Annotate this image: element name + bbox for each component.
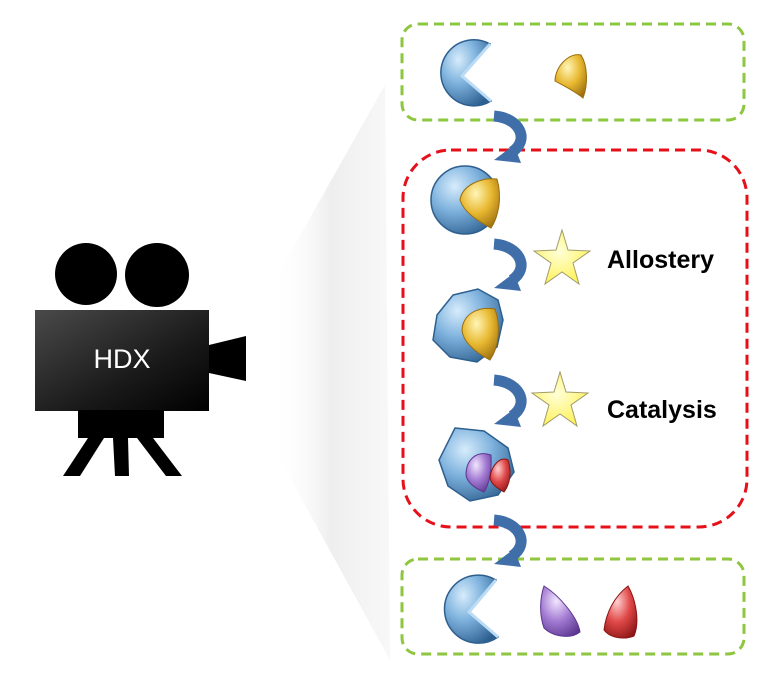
camera-label: HDX xyxy=(93,344,150,374)
transition-arrow-2 xyxy=(493,238,527,291)
enzyme-substrate-complex-icon xyxy=(430,165,500,235)
enzyme-allosteric-icon xyxy=(432,288,504,363)
allostery-label: Allostery xyxy=(607,246,714,274)
camera-view-beam xyxy=(272,85,390,660)
movie-camera-icon: HDX xyxy=(35,243,246,476)
bound-states-box xyxy=(401,148,749,529)
enzyme-open-icon xyxy=(440,39,493,107)
product-state-box xyxy=(400,557,746,656)
catalysis-label: Catalysis xyxy=(607,396,717,424)
substrate-icon xyxy=(554,54,587,99)
transition-arrow-3 xyxy=(493,374,527,427)
enzyme-released-icon xyxy=(443,574,500,644)
free-state-box xyxy=(400,22,746,122)
transition-arrow-4 xyxy=(493,514,527,567)
product-red-icon xyxy=(603,585,638,639)
enzyme-catalysis-icon xyxy=(438,427,515,502)
catalysis-star-icon xyxy=(530,370,590,428)
product-purple-icon xyxy=(540,585,581,637)
transition-arrow-1 xyxy=(493,110,527,163)
allostery-star-icon xyxy=(532,228,592,286)
